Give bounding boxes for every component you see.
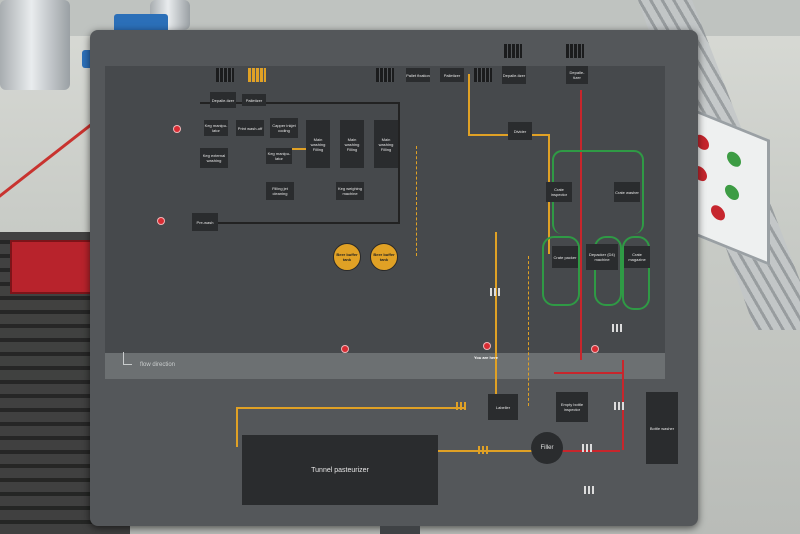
- station-keg-weighing: Keg weighing machine: [336, 182, 364, 200]
- station-print-wash-off: Print wash-off: [236, 120, 264, 136]
- pallet-icon: [248, 68, 266, 82]
- steel-tank: [0, 0, 70, 90]
- station-crate-magazine: Crate magazine: [624, 246, 650, 268]
- dashed-line: [416, 146, 417, 256]
- flow-direction-arrow-icon: [123, 352, 132, 365]
- board-upper-section: [105, 66, 665, 358]
- beer-buffer-tank: Beer buffer tank: [333, 243, 361, 271]
- station-depacker: Depacker (D4) machine: [586, 244, 618, 270]
- station-pallet-fixation: Pallet fixation: [406, 68, 430, 82]
- station-keg-manipulator-2: Keg manipu-lator: [266, 148, 292, 164]
- pallet-icon: [474, 68, 492, 82]
- panel-dot: [727, 149, 741, 170]
- pallet-icon: [504, 44, 522, 58]
- station-pre-wash: Pre-wash: [192, 213, 218, 231]
- station-keg-external-washing: Keg external washing: [200, 148, 228, 168]
- line: [580, 90, 582, 360]
- conveyor-loop: [594, 236, 622, 306]
- indicator-light: [174, 126, 180, 132]
- pallet-icon: [566, 44, 584, 58]
- station-main-washing: Main washing Filling: [306, 120, 330, 168]
- panel-dot: [725, 182, 739, 203]
- line: [236, 407, 466, 409]
- bottles-icon: [584, 486, 596, 494]
- conveyor-loop: [542, 236, 580, 306]
- station-capper-inkjet: Capper inkjet coding: [270, 118, 298, 138]
- station-depalletizer-2: Depalle-tizer: [502, 66, 526, 84]
- bottles-icon: [614, 402, 626, 410]
- line: [196, 222, 400, 224]
- station-keg-manipulator: Keg manipu-lator: [204, 120, 228, 136]
- bottles-icon: [612, 324, 624, 332]
- station-main-washing: Main washing Filling: [374, 120, 398, 168]
- pallet-icon: [216, 68, 234, 82]
- pallet-icon: [376, 68, 394, 82]
- dashed-line: [528, 256, 529, 406]
- station-divider: Divider: [508, 122, 532, 140]
- station-crate-washer: Crate washer: [614, 182, 640, 202]
- you-are-here-marker: [484, 343, 490, 349]
- indicator-light: [592, 346, 598, 352]
- station-filling-jet-cleaning: Filling jet cleaning: [266, 182, 294, 200]
- line: [398, 102, 400, 222]
- bottles-icon: [478, 446, 490, 454]
- station-crate-packer: Crate packer: [552, 246, 578, 268]
- flow-direction-band: [105, 353, 665, 379]
- panel-dot: [711, 202, 725, 223]
- you-are-here-label: You are here: [474, 355, 498, 360]
- station-depalletizer: Depalle-tizer: [210, 92, 236, 108]
- station-tunnel-pasteurizer: Tunnel pasteurizer: [242, 435, 438, 505]
- bottles-icon: [490, 288, 502, 296]
- flow-direction-label: flow direction: [140, 362, 176, 368]
- station-main-washing: Main washing Filling: [340, 120, 364, 168]
- conveyor-loop: [622, 236, 650, 310]
- board-stand: [380, 526, 420, 534]
- line: [468, 74, 470, 134]
- station-crate-inspector: Crate inspector: [546, 182, 572, 202]
- line: [236, 407, 238, 447]
- line: [200, 102, 400, 104]
- bottles-icon: [582, 444, 594, 452]
- indicator-light: [158, 218, 164, 224]
- station-empty-bottle-inspector: Empty bottle inspector: [556, 392, 588, 422]
- station-depalletizer-3: Depalle-tizer: [566, 66, 588, 84]
- station-palletizer: Palletizer: [242, 94, 266, 106]
- line: [554, 372, 624, 374]
- station-labeller: Labeller: [488, 394, 518, 420]
- line: [495, 232, 497, 407]
- bottles-icon: [456, 402, 468, 410]
- station-bottle-washer: Bottle washer: [646, 392, 678, 464]
- station-palletizer-2: Palletizer: [440, 68, 464, 82]
- station-filler: Filler: [531, 432, 563, 464]
- indicator-light: [342, 346, 348, 352]
- beer-buffer-tank: Beer buffer tank: [370, 243, 398, 271]
